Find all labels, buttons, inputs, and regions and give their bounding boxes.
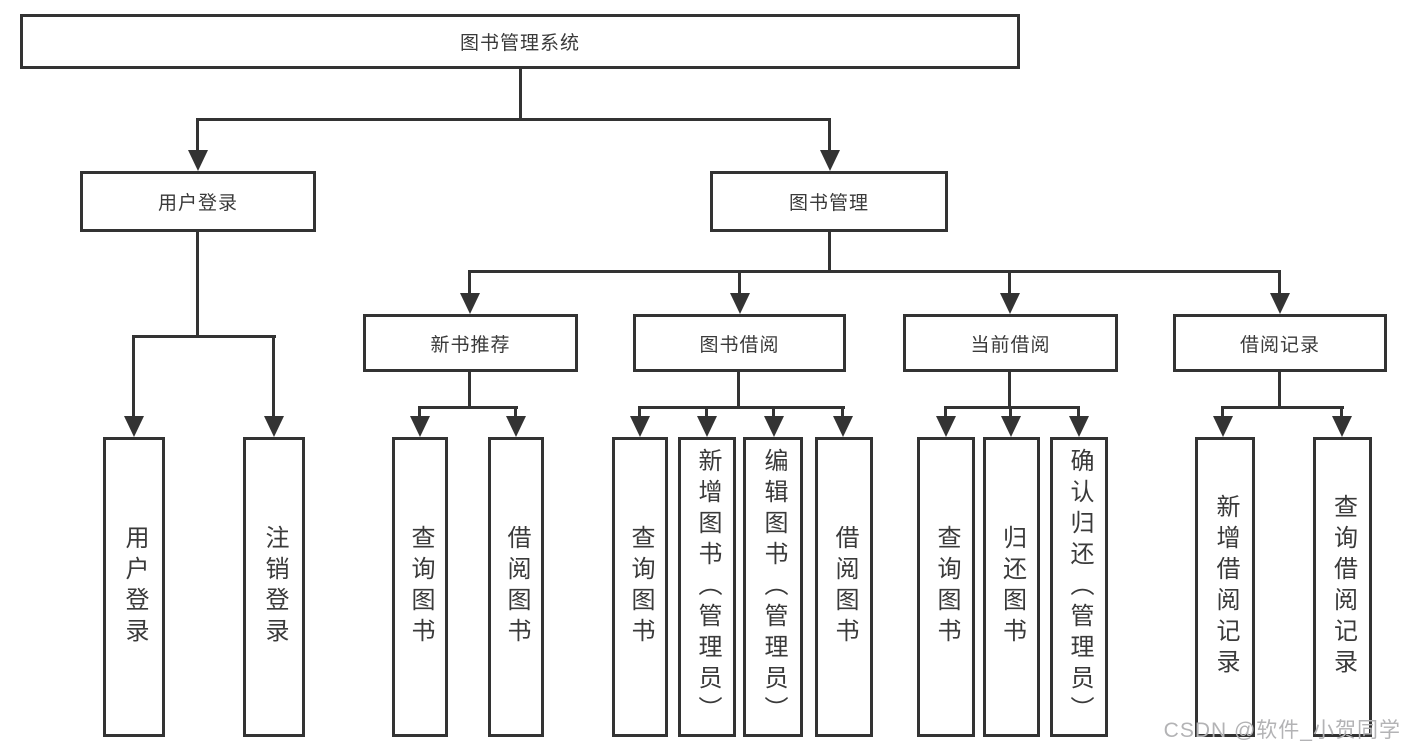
- node-label: 查询图书: [407, 525, 434, 649]
- node-leaf-query-book-1: 查询图书: [392, 437, 448, 737]
- arrow-to-user-login: [196, 118, 199, 150]
- node-leaf-user-login: 用户登录: [103, 437, 165, 737]
- node-label: 借阅图书: [831, 525, 858, 649]
- node-label: 查询图书: [627, 525, 654, 649]
- arrow-to-book-borrowing: [738, 270, 741, 293]
- connector-new-book-stem: [468, 372, 471, 409]
- arrow-to-leaf-query-book-3: [944, 406, 947, 416]
- node-leaf-add-book-admin: 新增图书（管理员）: [678, 437, 736, 737]
- connector-current-borrow-crossbar: [944, 406, 1080, 409]
- node-label: 新增借阅记录: [1212, 494, 1239, 680]
- arrow-to-leaf-borrow-book-2: [841, 406, 844, 416]
- node-leaf-logout: 注销登录: [243, 437, 305, 737]
- node-label: 注销登录: [261, 525, 288, 649]
- node-leaf-confirm-return-admin: 确认归还（管理员）: [1050, 437, 1108, 737]
- csdn-watermark: CSDN @软件_小贺同学: [1163, 719, 1401, 742]
- node-new-book-recommend: 新书推荐: [363, 314, 578, 372]
- arrow-to-leaf-query-record: [1340, 406, 1343, 416]
- node-label: 当前借阅: [970, 334, 1051, 356]
- node-label: 查询借阅记录: [1329, 494, 1357, 680]
- node-leaf-add-borrow-record: 新增借阅记录: [1195, 437, 1255, 737]
- node-label: 用户登录: [157, 193, 238, 214]
- arrow-to-leaf-return-book: [1009, 406, 1012, 416]
- node-label: 借阅图书: [503, 525, 530, 649]
- node-leaf-query-book-3: 查询图书: [917, 437, 975, 737]
- node-leaf-query-borrow-record: 查询借阅记录: [1313, 437, 1372, 737]
- arrow-to-leaf-confirm-return: [1077, 406, 1080, 416]
- node-borrowing-records: 借阅记录: [1173, 314, 1387, 372]
- connector-user-login-stem: [196, 231, 199, 337]
- connector-book-mgmt-crossbar: [468, 270, 1281, 273]
- arrow-to-book-management: [828, 118, 831, 150]
- node-label: 新增图书（管理员）: [694, 447, 721, 727]
- node-leaf-borrow-book-1: 借阅图书: [488, 437, 544, 737]
- connector-book-mgmt-stem: [828, 231, 831, 272]
- connector-root-crossbar: [196, 118, 831, 121]
- node-label: 确认归还（管理员）: [1066, 447, 1093, 727]
- node-label: 新书推荐: [430, 334, 511, 356]
- connector-root-stem: [519, 68, 522, 119]
- connector-user-login-crossbar: [133, 335, 276, 338]
- arrow-to-borrowing-records: [1278, 270, 1281, 293]
- arrow-to-current-borrowing: [1008, 270, 1011, 293]
- arrow-to-leaf-add-record: [1221, 406, 1224, 416]
- arrow-to-leaf-borrow-book-1: [514, 406, 517, 416]
- node-leaf-edit-book-admin: 编辑图书（管理员）: [743, 437, 803, 737]
- node-label: 图书管理: [788, 193, 869, 214]
- node-current-borrowing: 当前借阅: [903, 314, 1118, 372]
- node-label: 图书管理系统: [459, 33, 580, 54]
- arrow-to-new-book-recommend: [468, 270, 471, 293]
- node-leaf-query-book-2: 查询图书: [612, 437, 668, 737]
- node-label: 编辑图书（管理员）: [760, 447, 787, 727]
- node-label: 用户登录: [121, 525, 148, 649]
- node-leaf-borrow-book-2: 借阅图书: [815, 437, 873, 737]
- node-label: 借阅记录: [1239, 334, 1320, 356]
- arrow-to-leaf-query-book-2: [638, 406, 641, 416]
- connector-borrow-records-stem: [1278, 372, 1281, 409]
- node-leaf-return-book: 归还图书: [983, 437, 1040, 737]
- arrow-to-leaf-edit-book: [772, 406, 775, 416]
- connector-current-borrow-stem: [1008, 372, 1011, 409]
- node-book-management: 图书管理: [710, 171, 948, 232]
- node-library-management-system: 图书管理系统: [20, 14, 1020, 69]
- arrow-to-leaf-logout: [272, 335, 275, 416]
- node-user-login-group: 用户登录: [80, 171, 316, 232]
- arrow-to-leaf-user-login: [132, 335, 135, 416]
- node-book-borrowing: 图书借阅: [633, 314, 846, 372]
- node-label: 图书借阅: [699, 334, 780, 356]
- arrow-to-leaf-query-book-1: [418, 406, 421, 416]
- connector-borrow-records-crossbar: [1221, 406, 1344, 409]
- node-label: 查询图书: [933, 525, 960, 649]
- node-label: 归还图书: [998, 525, 1026, 649]
- connector-new-book-crossbar: [418, 406, 518, 409]
- arrow-to-leaf-add-book: [705, 406, 708, 416]
- connector-book-borrow-crossbar: [638, 406, 845, 409]
- connector-book-borrow-stem: [737, 372, 740, 409]
